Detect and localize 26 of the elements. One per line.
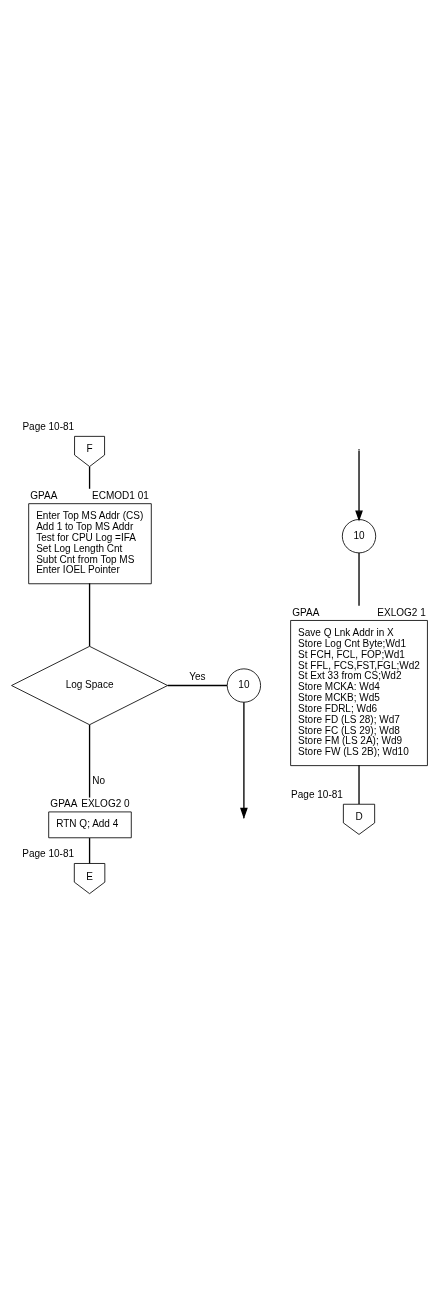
node-box: RTN Q; Add 4 [48, 811, 132, 839]
node-label: ECMOD1 01 [92, 490, 149, 502]
arrow [355, 450, 363, 522]
connector [88, 582, 91, 647]
node-box: Save Q Lnk Addr in X Store Log Cnt Byte;Wd1 St FCH, FCL, FOP;Wd1 St FFL, FCS,FST,FGL;Wd2 St Ext 33 from CS;Wd2 Store MCKA: Wd4 Store MCKB; Wd5 Store FDRL; Wd6 Store FD (LS 28); Wd7 Store FC (LS 29); Wd8 Store FM (LS 2A); Wd9 Store FW (LS 2B); Wd10 [290, 620, 428, 767]
node-box: Enter Top MS Addr (CS) Add 1 to Top MS Addr Test for CPU Log =IFA Set Log Length Cnt Subt Cnt from Top MS Enter IOEL Pointer [28, 503, 152, 585]
node-label: GPAA [30, 490, 58, 502]
arrow [240, 701, 248, 819]
connector [88, 465, 91, 490]
connector [358, 552, 360, 607]
node-label: GPAA [50, 798, 78, 810]
node-label: GPAA [292, 606, 320, 618]
connector [88, 837, 91, 865]
edge-label: Yes [189, 671, 206, 683]
node-circle: 10 [341, 519, 377, 554]
node-diamond: Log Space [11, 645, 168, 726]
node-label: Page 10-81 [22, 848, 75, 860]
connector [358, 764, 360, 805]
node-circle: 10 [226, 668, 261, 703]
connector [166, 684, 228, 687]
node-label: EXLOG2 0 [81, 798, 130, 810]
edge-label: No [92, 775, 106, 787]
connector [88, 724, 91, 799]
node-label: Page 10-81 [22, 421, 75, 433]
node-label: EXLOG2 1 [377, 606, 426, 618]
node-label: Page 10-81 [291, 789, 343, 801]
